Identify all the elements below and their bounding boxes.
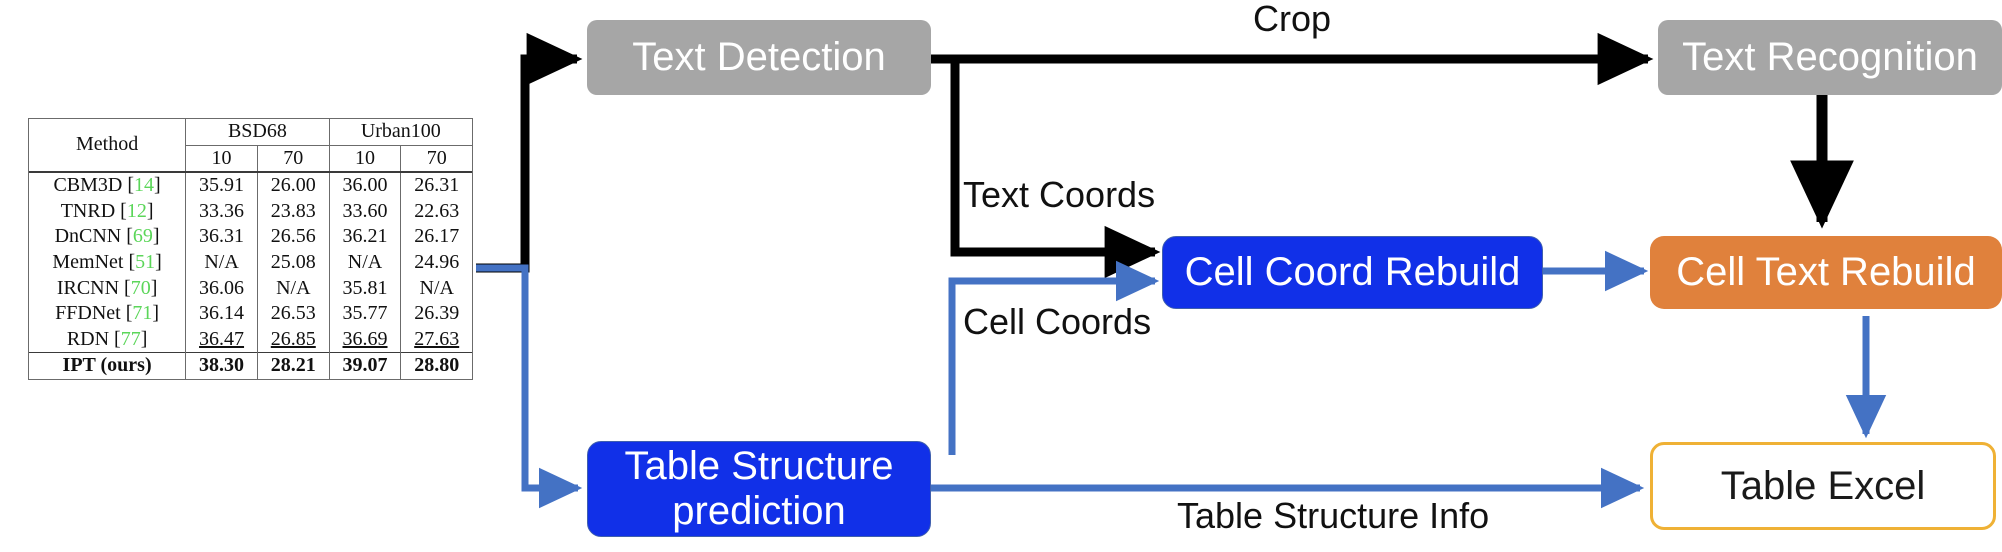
- table-cell-value: 26.85: [256, 326, 330, 353]
- node-table-structure-prediction[interactable]: Table Structure prediction: [587, 441, 931, 537]
- table-cell-value: 26.56: [256, 224, 330, 250]
- node-text-detection-label: Text Detection: [632, 35, 886, 79]
- table-cell-value: 26.39: [400, 301, 472, 327]
- header-bsd68: BSD68: [185, 119, 330, 146]
- table-cell-value: 26.31: [400, 172, 472, 199]
- header-method: Method: [75, 133, 139, 156]
- table-cell-method: CBM3D [14]: [53, 174, 161, 197]
- edge-label-table-structure-info: Table Structure Info: [1177, 495, 1490, 536]
- table-sub-header-row: 10 70 10 70: [29, 145, 472, 174]
- table-cell-value: 35.77: [328, 301, 401, 327]
- subheader-bsd68-10: 10: [185, 145, 258, 174]
- table-cell-value: N/A: [400, 275, 472, 302]
- table-cell-method: FFDNet [71]: [55, 302, 160, 325]
- table-cell-value: 36.21: [328, 224, 401, 250]
- edge-text-coords: [950, 59, 1161, 279]
- table-cell-value: 38.30: [185, 352, 258, 379]
- table-group-header-row: Method BSD68 Urban100: [29, 119, 472, 155]
- table-cell-value: 35.91: [185, 172, 258, 199]
- table-cell-value: 22.63: [400, 198, 472, 225]
- table-cell-value: 23.83: [256, 198, 330, 225]
- header-urban100: Urban100: [328, 119, 472, 146]
- node-text-detection[interactable]: Text Detection: [587, 20, 931, 95]
- edge-table-to-structure-prediction: [476, 264, 583, 509]
- table-cell-value: 25.08: [256, 249, 330, 276]
- table-cell-value: 36.14: [185, 301, 258, 327]
- table-cell-value: 36.06: [185, 275, 258, 302]
- table-cell-value: 36.31: [185, 224, 258, 250]
- table-cell-value: N/A: [256, 275, 330, 302]
- results-table: Method BSD68 Urban100 10 70 10 70 CBM3D …: [29, 119, 472, 379]
- table-cell-value: 26.00: [256, 172, 330, 199]
- table-cell-method: DnCNN [69]: [54, 225, 160, 248]
- node-table-structure-prediction-label-line2: prediction: [672, 489, 846, 533]
- edge-label-crop: Crop: [1253, 0, 1332, 39]
- subheader-urban-10: 10: [328, 145, 401, 174]
- table-cell-value: 27.63: [400, 326, 472, 353]
- table-cell-method: IRCNN [70]: [56, 276, 158, 299]
- table-cell-value: N/A: [328, 249, 401, 276]
- table-cell-value: 39.07: [328, 352, 401, 379]
- node-cell-coord-rebuild[interactable]: Cell Coord Rebuild: [1162, 236, 1543, 309]
- edge-table-to-text-detection: [476, 32, 583, 273]
- subheader-bsd68-70: 70: [256, 145, 330, 174]
- edge-label-cell-coords: Cell Coords: [963, 301, 1152, 342]
- node-table-excel-label: Table Excel: [1720, 463, 1926, 508]
- table-cell-value: 26.17: [400, 224, 472, 250]
- table-cell-method: RDN [77]: [66, 327, 148, 350]
- table-cell-value: 28.80: [400, 352, 472, 379]
- table-cell-value: 33.60: [328, 198, 401, 225]
- table-cell-value: N/A: [185, 249, 258, 276]
- node-table-structure-prediction-label-line1: Table Structure: [624, 444, 894, 489]
- table-cell-value: 36.69: [328, 326, 401, 353]
- node-table-excel[interactable]: Table Excel: [1650, 442, 1996, 530]
- node-cell-text-rebuild-label: Cell Text Rebuild: [1676, 250, 1976, 294]
- table-cell-value: 36.00: [328, 172, 401, 199]
- node-text-recognition[interactable]: Text Recognition: [1658, 20, 2002, 95]
- table-cell-method: MemNet [51]: [52, 250, 162, 273]
- node-text-recognition-label: Text Recognition: [1682, 35, 1978, 79]
- subheader-urban-70: 70: [400, 145, 472, 174]
- table-cell-value: 24.96: [400, 249, 472, 276]
- table-cell-value: 26.53: [256, 301, 330, 327]
- edge-label-text-coords: Text Coords: [963, 174, 1156, 215]
- table-cell-value: 33.36: [185, 198, 258, 225]
- table-cell-value: 35.81: [328, 275, 401, 302]
- table-cell-method: TNRD [12]: [60, 199, 154, 222]
- table-cell-method: IPT (ours): [29, 352, 186, 379]
- table-thumbnail-image: Method BSD68 Urban100 10 70 10 70 CBM3D …: [28, 118, 473, 380]
- table-cell-value: 28.21: [256, 352, 330, 379]
- table-cell-value: 36.47: [185, 326, 258, 353]
- node-cell-text-rebuild[interactable]: Cell Text Rebuild: [1650, 236, 2002, 309]
- node-cell-coord-rebuild-label: Cell Coord Rebuild: [1184, 250, 1521, 294]
